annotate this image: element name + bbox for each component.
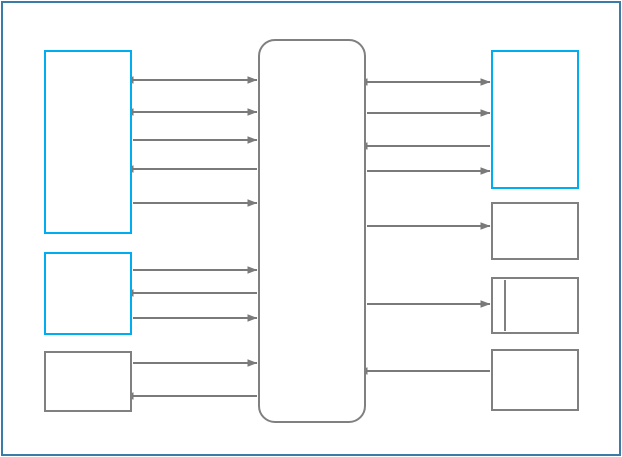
block-left-block-3[interactable] [44, 351, 132, 412]
blocks-layer [44, 39, 579, 423]
block-outline [491, 349, 579, 411]
block-outline [258, 39, 366, 423]
block-outline [44, 50, 132, 234]
block-outline [44, 351, 132, 412]
block-outline [491, 50, 579, 189]
block-right-block-4[interactable] [491, 349, 579, 411]
block-center-block[interactable] [258, 39, 366, 423]
connectors-layer [123, 76, 491, 400]
block-left-block-2[interactable] [44, 252, 132, 335]
block-right-block-3[interactable] [491, 277, 579, 334]
block-right-block-1[interactable] [491, 50, 579, 189]
block-left-block-1[interactable] [44, 50, 132, 234]
block-outline [491, 277, 579, 334]
block-right-block-2[interactable] [491, 202, 579, 260]
block-outline [491, 202, 579, 260]
block-outline [44, 252, 132, 335]
